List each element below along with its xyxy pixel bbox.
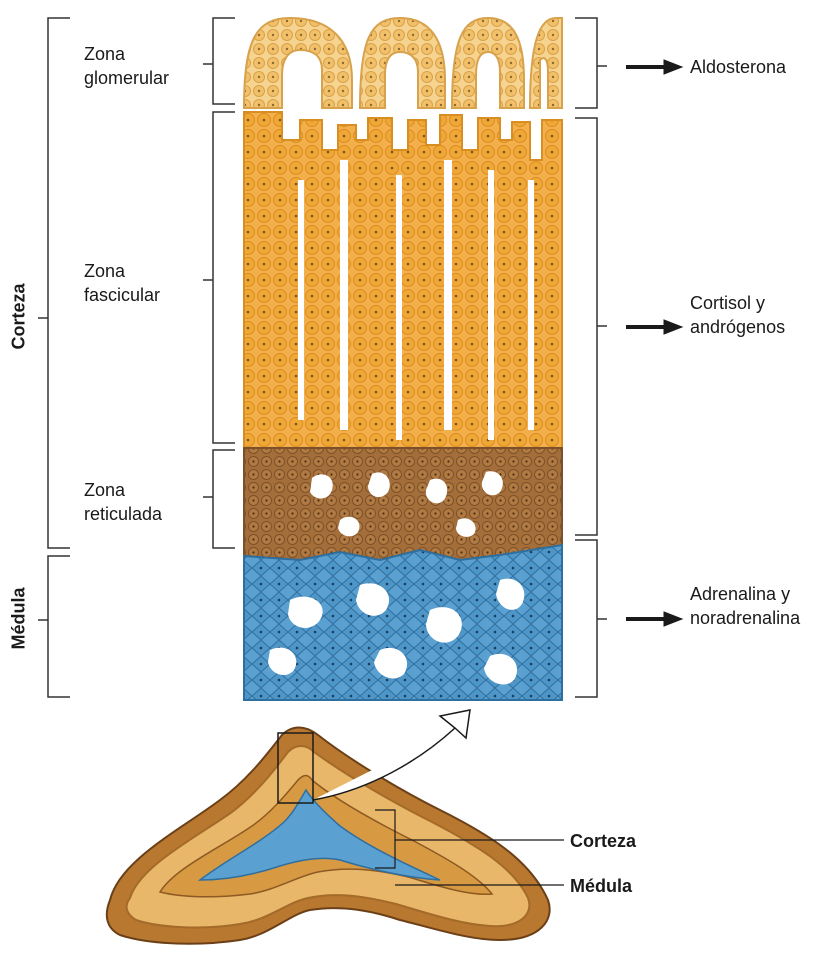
zona-glomerular-line2: glomerular bbox=[84, 66, 169, 90]
zona-fascicular-label: Zona fascicular bbox=[84, 259, 160, 307]
hormone-adrenalina-line1: Adrenalina y bbox=[690, 582, 800, 606]
zona-reticulada-label: Zona reticulada bbox=[84, 478, 162, 526]
hormone-cortisol-line1: Cortisol y bbox=[690, 291, 785, 315]
zona-fascicular-tissue bbox=[244, 112, 562, 460]
corteza-bracket bbox=[48, 18, 70, 548]
hormone-arrows bbox=[626, 60, 682, 626]
hormone-cortisol: Cortisol y andrógenos bbox=[690, 291, 785, 339]
hormone-cortisol-line2: andrógenos bbox=[690, 315, 785, 339]
hormone-adrenalina: Adrenalina y noradrenalina bbox=[690, 582, 800, 630]
fascicular-bracket bbox=[213, 112, 235, 443]
zona-glomerular-line1: Zona bbox=[84, 42, 169, 66]
gland-medula-label: Médula bbox=[570, 874, 632, 898]
right-brackets bbox=[575, 18, 607, 697]
zona-reticulada-line1: Zona bbox=[84, 478, 162, 502]
gland-corteza-label: Corteza bbox=[570, 829, 636, 853]
zona-fascicular-line2: fascicular bbox=[84, 283, 160, 307]
zona-reticulada-tissue bbox=[244, 448, 562, 560]
corteza-side-label: Corteza bbox=[9, 247, 30, 387]
zona-glomerular-label: Zona glomerular bbox=[84, 42, 169, 90]
hormone-adrenalina-line2: noradrenalina bbox=[690, 606, 800, 630]
zona-glomerular-tissue bbox=[244, 18, 562, 108]
medula-bracket bbox=[48, 556, 70, 697]
hormone-aldosterona: Aldosterona bbox=[690, 55, 786, 79]
zona-fascicular-line1: Zona bbox=[84, 259, 160, 283]
medula-side-label: Médula bbox=[9, 549, 30, 689]
reticulada-bracket bbox=[213, 450, 235, 548]
glomerular-bracket bbox=[213, 18, 235, 104]
left-brackets bbox=[38, 18, 235, 697]
adrenal-gland-section bbox=[107, 728, 550, 944]
medula-tissue bbox=[244, 545, 562, 700]
zona-reticulada-line2: reticulada bbox=[84, 502, 162, 526]
